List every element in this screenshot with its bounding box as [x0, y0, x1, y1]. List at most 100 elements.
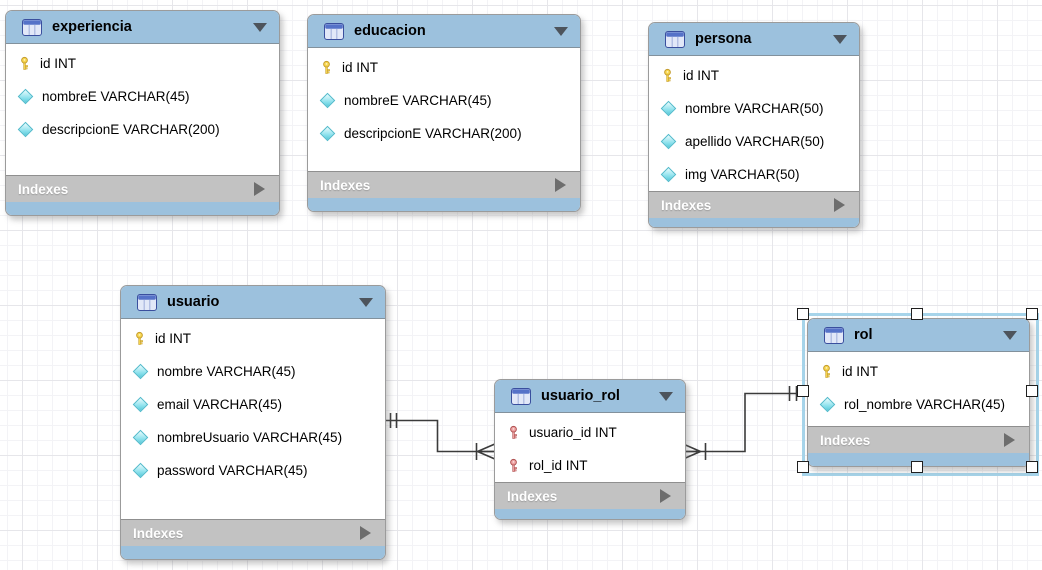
column-row[interactable]: password VARCHAR(45) — [121, 454, 385, 487]
column-label: nombre VARCHAR(50) — [685, 101, 824, 116]
relationship-usuario-usuario_rol[interactable] — [383, 413, 497, 461]
chevron-down-icon[interactable] — [1003, 330, 1017, 340]
table-usuario[interactable]: usuario id INT nombre VARCHAR(45) email … — [120, 285, 386, 560]
indexes-section[interactable]: Indexes — [649, 191, 859, 218]
selection-handle-s[interactable] — [911, 461, 923, 473]
expand-arrow-icon[interactable] — [254, 182, 265, 196]
chevron-down-icon[interactable] — [253, 22, 267, 32]
column-row[interactable]: id INT — [6, 47, 279, 80]
table-experiencia[interactable]: experiencia id INT nombreE VARCHAR(45) d… — [5, 10, 280, 216]
indexes-label: Indexes — [133, 525, 184, 541]
column-row[interactable]: nombre VARCHAR(50) — [649, 92, 859, 125]
primary-key-icon — [664, 68, 671, 82]
column-label: nombre VARCHAR(45) — [157, 364, 296, 379]
column-row[interactable]: nombreUsuario VARCHAR(45) — [121, 421, 385, 454]
column-row[interactable]: id INT — [808, 355, 1029, 388]
column-label: password VARCHAR(45) — [157, 463, 308, 478]
table-title: persona — [695, 31, 752, 47]
primary-key-icon — [323, 60, 330, 74]
table-icon — [665, 30, 685, 48]
indexes-label: Indexes — [820, 432, 871, 448]
chevron-down-icon[interactable] — [554, 26, 568, 36]
column-label: id INT — [842, 364, 879, 379]
table-persona[interactable]: persona id INT nombre VARCHAR(50) apelli… — [648, 22, 860, 228]
column-row[interactable]: id INT — [308, 51, 580, 84]
table-header[interactable]: educacion — [308, 15, 580, 48]
expand-arrow-icon[interactable] — [660, 489, 671, 503]
column-label: email VARCHAR(45) — [157, 397, 283, 412]
indexes-section[interactable]: Indexes — [121, 519, 385, 546]
column-label: id INT — [40, 56, 77, 71]
relationship-rol-usuario_rol[interactable] — [681, 386, 806, 461]
selection-handle-nw[interactable] — [797, 308, 809, 320]
indexes-section[interactable]: Indexes — [6, 175, 279, 202]
primary-key-icon — [21, 56, 28, 70]
table-title: experiencia — [52, 19, 132, 35]
table-header[interactable]: experiencia — [6, 11, 279, 44]
foreign-key-icon — [510, 425, 517, 439]
expand-arrow-icon[interactable] — [834, 198, 845, 212]
chevron-down-icon[interactable] — [359, 297, 373, 307]
column-row[interactable]: rol_nombre VARCHAR(45) — [808, 388, 1029, 421]
table-header[interactable]: persona — [649, 23, 859, 56]
attribute-icon — [319, 92, 336, 109]
column-row[interactable]: descripcionE VARCHAR(200) — [308, 117, 580, 150]
column-row[interactable]: nombreE VARCHAR(45) — [6, 80, 279, 113]
column-label: apellido VARCHAR(50) — [685, 134, 825, 149]
column-label: nombreE VARCHAR(45) — [344, 93, 492, 108]
expand-arrow-icon[interactable] — [1004, 433, 1015, 447]
table-icon — [324, 22, 344, 40]
table-rol[interactable]: rol id INT rol_nombre VARCHAR(45) Indexe… — [807, 318, 1030, 467]
columns-list: id INT rol_nombre VARCHAR(45) — [808, 352, 1029, 426]
indexes-section[interactable]: Indexes — [495, 482, 685, 509]
table-header[interactable]: usuario_rol — [495, 380, 685, 413]
column-row[interactable]: id INT — [121, 322, 385, 355]
columns-list: id INT nombre VARCHAR(50) apellido VARCH… — [649, 56, 859, 191]
table-educacion[interactable]: educacion id INT nombreE VARCHAR(45) des… — [307, 14, 581, 212]
column-row[interactable]: rol_id INT — [495, 449, 685, 482]
foreign-key-icon — [510, 458, 517, 472]
selection-handle-ne[interactable] — [1026, 308, 1038, 320]
chevron-down-icon[interactable] — [833, 34, 847, 44]
attribute-icon — [132, 363, 149, 380]
column-row[interactable]: nombreE VARCHAR(45) — [308, 84, 580, 117]
columns-list: id INT nombreE VARCHAR(45) descripcionE … — [6, 44, 279, 175]
table-usuario_rol[interactable]: usuario_rol usuario_id INT rol_id INT In… — [494, 379, 686, 520]
attribute-icon — [17, 88, 34, 105]
column-label: descripcionE VARCHAR(200) — [344, 126, 522, 141]
columns-list: id INT nombreE VARCHAR(45) descripcionE … — [308, 48, 580, 171]
chevron-down-icon[interactable] — [659, 391, 673, 401]
selection-handle-sw[interactable] — [797, 461, 809, 473]
columns-list: usuario_id INT rol_id INT — [495, 413, 685, 482]
column-label: descripcionE VARCHAR(200) — [42, 122, 220, 137]
attribute-icon — [660, 133, 677, 150]
indexes-label: Indexes — [18, 181, 69, 197]
indexes-section[interactable]: Indexes — [808, 426, 1029, 453]
expand-arrow-icon[interactable] — [360, 526, 371, 540]
column-row[interactable]: email VARCHAR(45) — [121, 388, 385, 421]
column-row[interactable]: descripcionE VARCHAR(200) — [6, 113, 279, 146]
selection-handle-se[interactable] — [1026, 461, 1038, 473]
column-row[interactable]: id INT — [649, 59, 859, 92]
primary-key-icon — [823, 364, 830, 378]
table-header[interactable]: usuario — [121, 286, 385, 319]
attribute-icon — [660, 166, 677, 183]
selection-handle-w[interactable] — [797, 385, 809, 397]
column-row[interactable]: nombre VARCHAR(45) — [121, 355, 385, 388]
table-icon — [137, 293, 157, 311]
expand-arrow-icon[interactable] — [555, 178, 566, 192]
table-icon — [511, 387, 531, 405]
indexes-section[interactable]: Indexes — [308, 171, 580, 198]
column-row[interactable]: apellido VARCHAR(50) — [649, 125, 859, 158]
indexes-label: Indexes — [661, 197, 712, 213]
column-row[interactable]: img VARCHAR(50) — [649, 158, 859, 191]
selection-handle-n[interactable] — [911, 308, 923, 320]
table-bottom-strip — [808, 453, 1029, 466]
primary-key-icon — [136, 331, 143, 345]
crow-foot — [477, 442, 497, 461]
table-header[interactable]: rol — [808, 319, 1029, 352]
table-bottom-strip — [649, 218, 859, 227]
selection-handle-e[interactable] — [1026, 385, 1038, 397]
column-row[interactable]: usuario_id INT — [495, 416, 685, 449]
